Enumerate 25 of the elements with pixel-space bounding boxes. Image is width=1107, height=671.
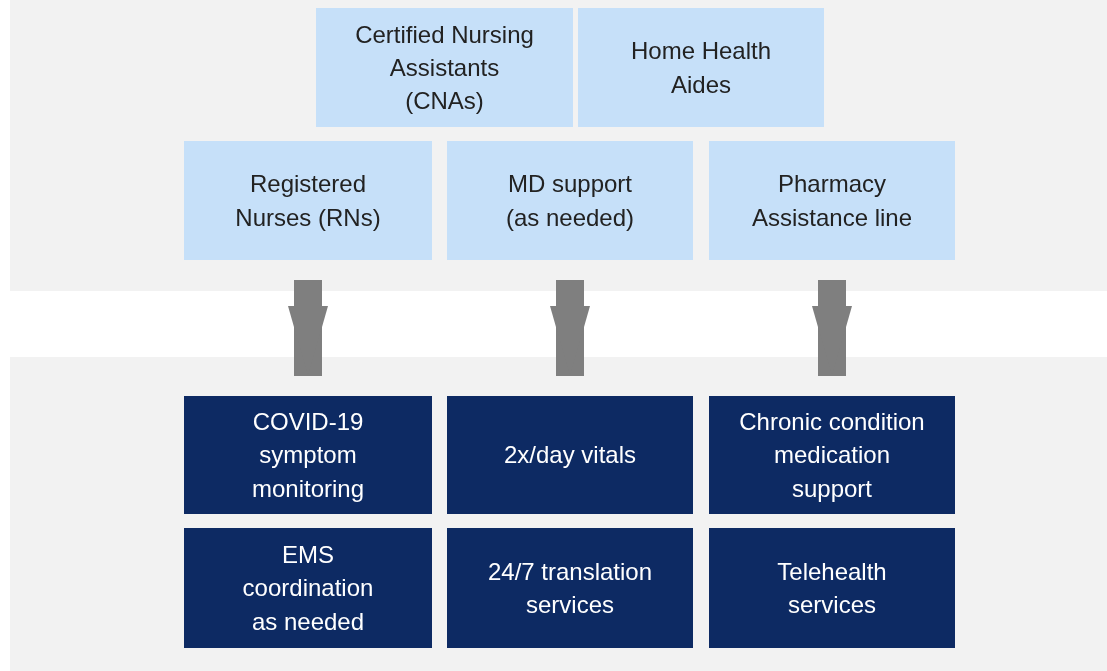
box-label: 24/7 translation services	[486, 556, 654, 620]
box-label: Telehealth services	[776, 556, 888, 620]
box-label: MD support (as needed)	[504, 169, 636, 233]
service-box	[447, 528, 693, 648]
block-arrow	[812, 280, 852, 376]
role-box	[316, 8, 573, 127]
service-box	[709, 528, 955, 648]
role-box	[709, 141, 955, 260]
box-label: Registered Nurses (RNs)	[234, 169, 382, 233]
block-arrow	[288, 280, 328, 376]
box-label: COVID-19 symptom monitoring	[250, 407, 366, 504]
box-label: Home Health Aides	[629, 36, 773, 100]
box-label: Pharmacy Assistance line	[750, 169, 914, 233]
block-arrow	[550, 280, 590, 376]
box-label: Chronic condition medication support	[738, 407, 926, 504]
role-box	[578, 8, 824, 127]
box-label: Certified Nursing Assistants (CNAs)	[354, 19, 535, 117]
service-box	[184, 396, 432, 514]
service-box	[709, 396, 955, 514]
service-box	[184, 528, 432, 648]
role-box	[447, 141, 693, 260]
role-box	[184, 141, 432, 260]
service-box	[447, 396, 693, 514]
box-label: EMS coordination as needed	[241, 540, 375, 637]
box-label: 2x/day vitals	[503, 440, 637, 471]
